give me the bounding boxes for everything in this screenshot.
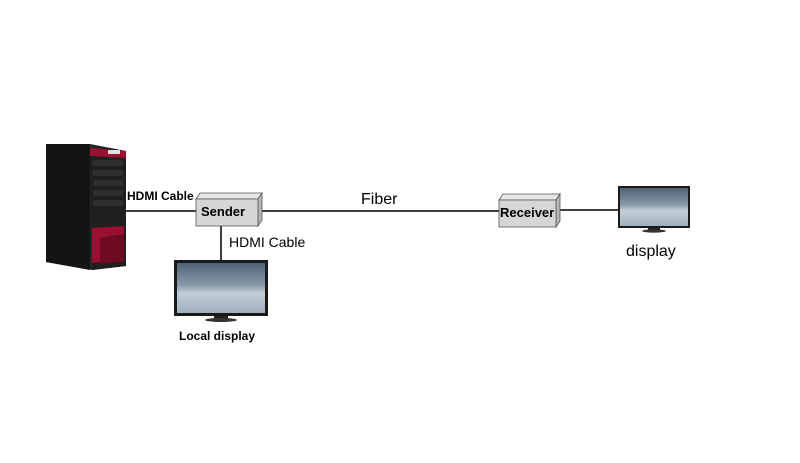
receiver-label: Receiver <box>500 205 555 220</box>
hdmi-cable-label-top: HDMI Cable <box>127 189 194 203</box>
hdmi-cable-label-bottom: HDMI Cable <box>229 234 306 250</box>
sender-label: Sender <box>201 204 246 219</box>
monitor-icon <box>174 260 268 322</box>
local-display-label: Local display <box>179 329 256 343</box>
monitor-icon <box>618 186 690 233</box>
receiver-box <box>498 192 561 229</box>
sender-box <box>195 191 263 228</box>
fiber-label: Fiber <box>361 191 398 208</box>
display-label: display <box>626 243 676 260</box>
pc-tower-icon <box>46 144 126 270</box>
